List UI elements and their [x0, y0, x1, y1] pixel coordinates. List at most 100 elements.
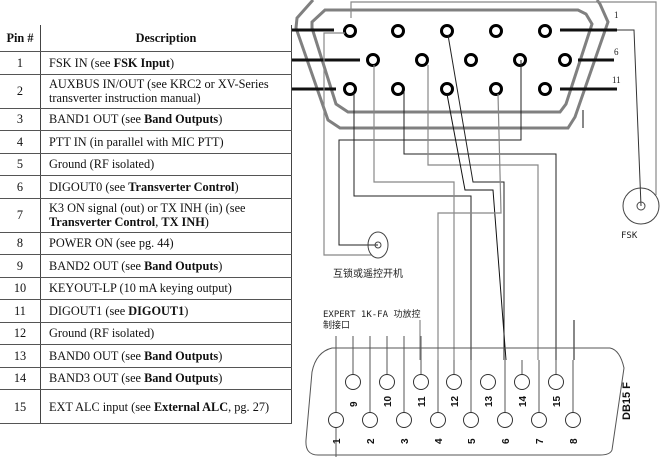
db15-pin-label: 5 — [467, 438, 478, 444]
pin-number: 7 — [0, 198, 41, 233]
description-text: ) — [204, 215, 209, 229]
hd15-pin-socket — [415, 53, 429, 67]
hd15-row-label-6: 6 — [614, 47, 619, 57]
amp-caption-line2: 制接口 — [323, 319, 350, 331]
description-text: Ground (RF isolated) — [49, 157, 155, 172]
pin-description: DIGOUT1 (see DIGOUT1) — [40, 299, 292, 323]
table-row: 2 AUXBUS IN/OUT (see KRC2 or XV-Series tr… — [0, 74, 292, 109]
description-text: BAND0 OUT (see — [49, 348, 145, 363]
hd15-pin-socket — [489, 24, 503, 38]
pin-number: 1 — [0, 51, 41, 75]
description-text: , pg. 27) — [228, 399, 270, 414]
hd15-outer-shell — [294, 0, 610, 130]
pin-number: 2 — [0, 74, 41, 109]
description-text: ) — [234, 179, 239, 194]
hd15-connector: 1 6 11 — [292, 0, 621, 130]
db15-pin-label: 7 — [535, 438, 546, 444]
db15-pin-label: 11 — [417, 396, 428, 407]
fsk-jack-outer — [622, 187, 660, 225]
description-text: ) — [169, 55, 175, 70]
wire-hd15-14 — [437, 93, 502, 360]
db15-pin-socket — [379, 374, 395, 390]
description-reference: External ALC — [153, 399, 229, 414]
pin-description: BAND0 OUT (see Band Outputs) — [40, 344, 292, 368]
db15-pin-socket — [565, 412, 581, 428]
fsk-jack-label: FSK — [621, 231, 638, 241]
description-reference: FSK Input — [113, 55, 170, 70]
hd15-pin-socket — [440, 82, 454, 96]
description-reference: Transverter Control — [128, 179, 235, 194]
pin-description: DIGOUT0 (see Transverter Control) — [40, 175, 292, 199]
hd15-pin-socket — [513, 53, 527, 67]
hd15-row-label-1: 1 — [614, 10, 619, 20]
fsk-jack-center — [636, 201, 646, 211]
wire-fsk-ground — [350, 1, 657, 195]
db15-pin-socket — [396, 412, 412, 428]
pin-description: EXT ALC input (see External ALC, pg. 27) — [40, 389, 292, 424]
description-text: EXT ALC input (see — [49, 399, 154, 414]
description-text: DIGOUT1 (see — [49, 303, 129, 318]
fsk-jack: FSK — [621, 187, 660, 241]
pin-description: BAND1 OUT (see Band Outputs) — [40, 108, 292, 131]
pin-number: 4 — [0, 130, 41, 154]
pin-description: AUXBUS IN/OUT (see KRC2 or XV-Series tra… — [40, 74, 292, 109]
pin-description: K3 ON signal (out) or TX INH (in) (see T… — [40, 198, 292, 233]
description-text: POWER ON (see pg. 44) — [49, 236, 174, 251]
hd15-pin-socket — [538, 24, 552, 38]
pin-description: POWER ON (see pg. 44) — [40, 232, 292, 255]
hd15-pin-socket — [391, 82, 405, 96]
pin-number: 11 — [0, 299, 41, 323]
pin-description: BAND3 OUT (see Band Outputs) — [40, 367, 292, 390]
pin-number: 5 — [0, 153, 41, 176]
description-text: ) — [218, 371, 223, 386]
hd15-pin-group — [343, 24, 572, 96]
description-text: K3 ON signal (out) or TX INH (in) (see — [49, 201, 246, 215]
hd15-row-label-11: 11 — [612, 75, 621, 85]
wire-hd15-13 — [446, 93, 507, 361]
description-text: ) — [218, 348, 223, 363]
description-text: , — [155, 215, 162, 229]
description-text: BAND1 OUT (see — [49, 112, 145, 127]
wire-hd15-8 — [427, 65, 539, 360]
description-reference: Band Outputs — [144, 371, 219, 386]
db15-pin-label: 1 — [332, 438, 343, 444]
wire-hd15-7 — [373, 65, 455, 360]
description-text: DIGOUT0 (see — [49, 179, 129, 194]
hd15-pin-socket — [558, 53, 572, 67]
hd15-pin-socket — [343, 82, 357, 96]
pin-description: PTT IN (in parallel with MIC PTT) — [40, 130, 292, 154]
description-text: AUXBUS IN/OUT (see KRC2 or XV-Series tra… — [49, 77, 269, 105]
description-text: PTT IN (in parallel with MIC PTT) — [49, 134, 224, 149]
wire-interlock-2 — [338, 60, 522, 246]
db15-pin-label: 15 — [552, 395, 563, 407]
pin-description: Ground (RF isolated) — [40, 153, 292, 176]
db15-pin-label: 3 — [400, 438, 411, 444]
pin-description: Ground (RF isolated) — [40, 322, 292, 345]
description-text: ) — [218, 112, 223, 127]
db15-pin-socket — [497, 412, 513, 428]
wire-hd15-3 — [447, 34, 505, 360]
description-text: ) — [184, 303, 189, 318]
db15-pin-socket — [480, 374, 496, 390]
db15-pin-label: 4 — [434, 438, 445, 444]
pin-description: FSK IN (see FSK Input) — [40, 51, 292, 75]
wire-interlock-1 — [323, 32, 372, 256]
hd15-pin-socket — [538, 82, 552, 96]
hd15-pin-socket — [464, 53, 478, 67]
interlock-jack: 互锁或遥控开机 — [333, 231, 403, 280]
description-text: BAND2 OUT (see — [49, 258, 145, 273]
db15-pin-socket — [463, 412, 479, 428]
hd15-pin-socket — [489, 82, 503, 96]
description-reference: TX INH — [161, 215, 205, 229]
hd15-pin-socket — [343, 24, 357, 38]
db15-pin-socket — [413, 374, 429, 390]
db15-pin-label: 2 — [366, 438, 377, 444]
pin-number: 14 — [0, 367, 41, 390]
